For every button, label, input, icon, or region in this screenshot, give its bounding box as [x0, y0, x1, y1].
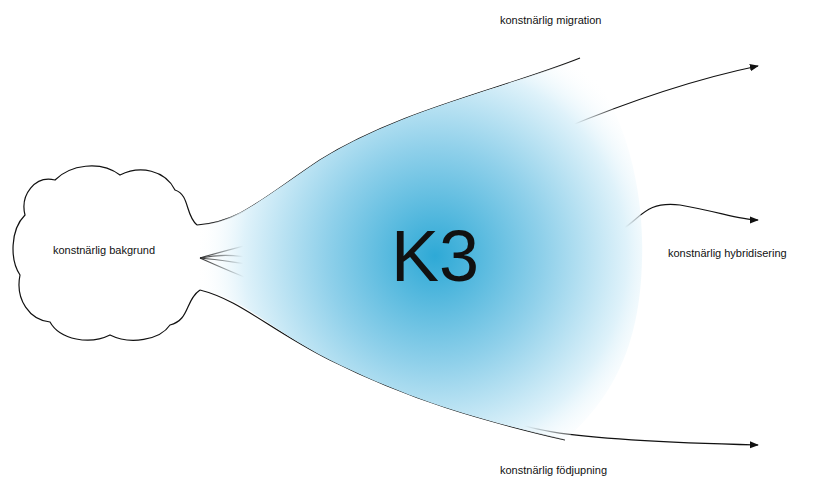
outcome-label: konstnärlig migration: [500, 14, 602, 26]
background-blob-shape: [13, 166, 200, 340]
outcome-label: konstnärlig födjupning: [500, 464, 607, 476]
k3-cloud: K3: [230, 60, 650, 450]
node-label: konstnärlig bakgrund: [53, 245, 155, 256]
background-blob: konstnärlig bakgrund: [0, 160, 205, 350]
center-title: K3: [391, 220, 479, 292]
outcome-label: konstnärlig hybridisering: [668, 247, 787, 259]
k3-cloud-shape: [200, 58, 642, 440]
